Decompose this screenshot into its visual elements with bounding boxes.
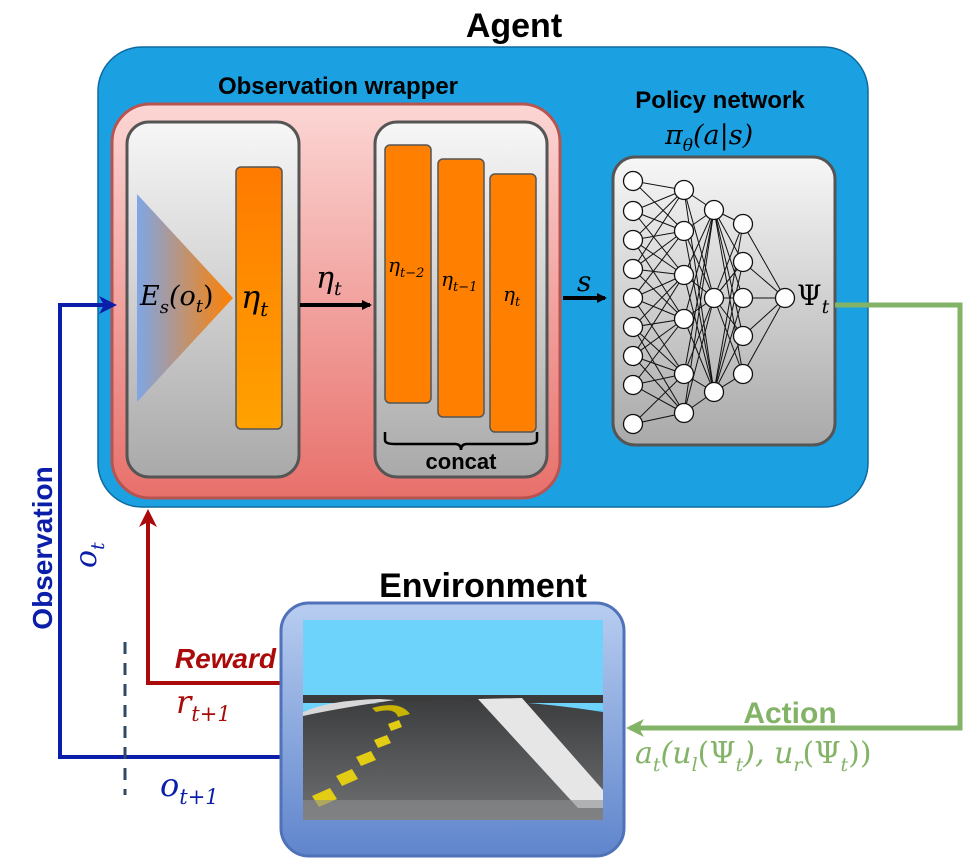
network-edge [683, 189, 715, 299]
stacked-latent-bar [384, 144, 432, 404]
network-node [622, 170, 644, 192]
network-node [622, 287, 644, 309]
network-node [732, 213, 754, 235]
network-node [673, 402, 695, 424]
network-edge [683, 209, 715, 276]
network-edges [632, 180, 786, 425]
network-node [622, 229, 644, 251]
policy-network-box [611, 155, 837, 447]
reward-label: Reward [175, 643, 277, 674]
network-edge [632, 210, 685, 276]
stacked-latent-label: ηt [503, 282, 521, 310]
observation-line [58, 296, 282, 759]
network-edge [713, 297, 744, 393]
action-line [626, 302, 963, 737]
network-edge [632, 373, 685, 425]
reward-line [139, 509, 282, 685]
network-edge [713, 261, 744, 393]
network-edge [632, 230, 685, 270]
stacked-latent-label: ηt−1 [441, 267, 477, 295]
action-label: Action [743, 697, 836, 730]
network-edge [632, 230, 685, 299]
latent-vector [235, 166, 283, 430]
network-edge [632, 180, 685, 232]
network-node [673, 179, 695, 201]
network-node [622, 413, 644, 435]
network-node [703, 199, 725, 221]
network-node [732, 363, 754, 385]
next-observation-symbol: ot+1 [160, 766, 219, 809]
policy-network-title: Policy network [635, 87, 805, 114]
network-node [622, 258, 644, 280]
network-edge [742, 223, 786, 299]
latent-label: ηt [241, 278, 269, 321]
network-edge [713, 223, 744, 393]
network-edge [632, 274, 685, 328]
network-edge [683, 297, 715, 375]
network-nodes [622, 170, 796, 435]
latent-arrow-label: ηt [316, 261, 342, 300]
network-edge [683, 209, 715, 375]
network-node [673, 220, 695, 242]
network-node [732, 325, 754, 347]
network-edge [713, 297, 744, 375]
network-node [732, 251, 754, 273]
observation-wrapper-title: Observation wrapper [218, 73, 458, 100]
network-node [673, 264, 695, 286]
network-edge [632, 189, 685, 270]
camera-image [303, 620, 603, 820]
network-edge [632, 318, 685, 386]
network-edge [632, 274, 685, 357]
policy-formula: πθ(a|s) [664, 120, 753, 156]
concat-label: concat [426, 449, 498, 474]
encoder-triangle [137, 194, 233, 402]
encoder-label: Es(ot) [139, 281, 214, 318]
network-node [622, 200, 644, 222]
observation-symbol: ot [69, 542, 109, 568]
network-edge [632, 268, 685, 320]
network-node [732, 287, 754, 309]
network-edge [683, 209, 715, 320]
network-edge [632, 239, 685, 276]
network-edge [713, 223, 744, 299]
network-edge [713, 335, 744, 393]
concat-brace [383, 432, 539, 451]
network-edge [632, 189, 685, 241]
network-edge [632, 326, 685, 414]
network-edge [632, 239, 685, 320]
network-edge [742, 297, 786, 375]
stacked-latent-label: ηt−2 [388, 253, 424, 281]
network-node [774, 287, 796, 309]
state-label: s [577, 265, 591, 298]
network-node [622, 345, 644, 367]
network-node [622, 374, 644, 396]
observation-label: Observation [27, 466, 58, 629]
agent-title: Agent [466, 7, 562, 45]
network-edge [632, 318, 685, 357]
reward-symbol: rt+1 [176, 683, 231, 726]
policy-output-label: Ψt [797, 279, 830, 318]
network-node [703, 287, 725, 309]
environment-title: Environment [379, 567, 587, 605]
stacked-latent-bar [489, 173, 537, 433]
network-edge [683, 297, 715, 414]
network-edge [713, 209, 744, 375]
stacked-latents: ηt−2 ηt−1 ηt [384, 144, 537, 433]
stacked-latent-bar [437, 158, 485, 418]
action-formula: at(ul(Ψt), ur(Ψt)) [635, 736, 872, 776]
network-node [622, 316, 644, 338]
network-edge [632, 297, 685, 375]
network-node [673, 363, 695, 385]
network-node [673, 308, 695, 330]
network-edge [632, 355, 685, 414]
network-edge [683, 274, 715, 393]
network-edge [632, 326, 685, 375]
network-node [703, 381, 725, 403]
